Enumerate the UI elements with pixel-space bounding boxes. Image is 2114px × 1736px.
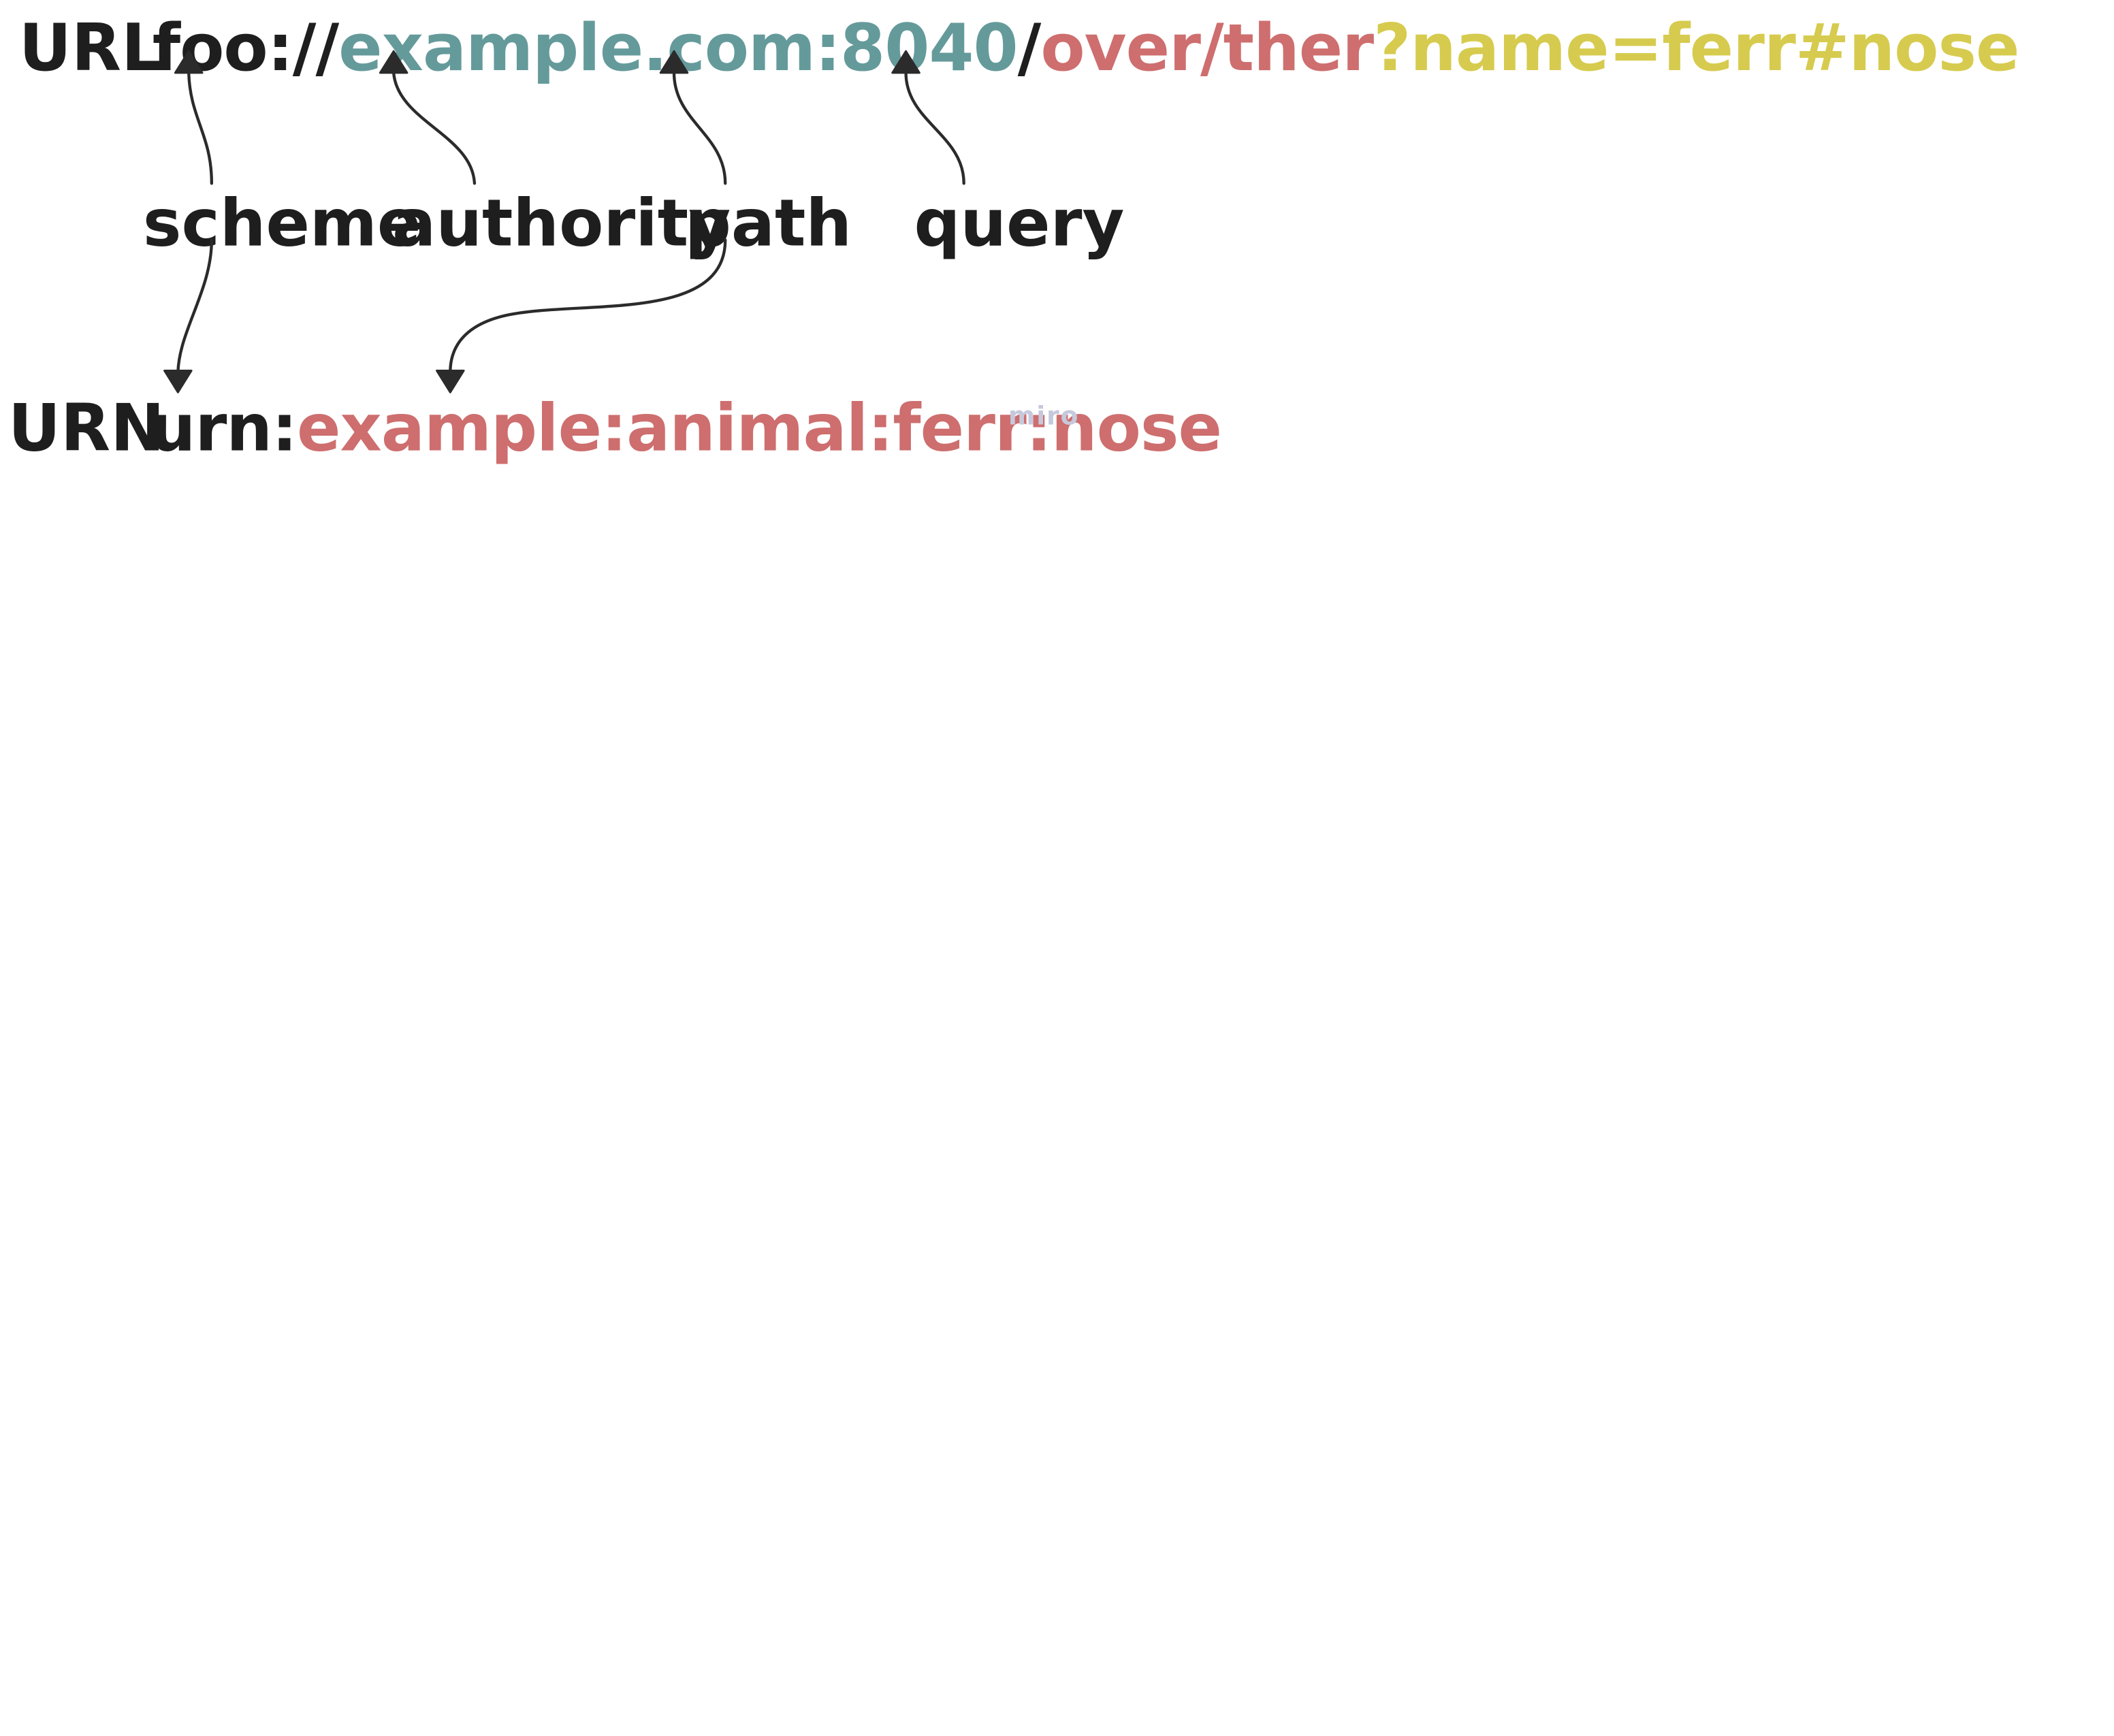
path-to-urn-arrow-line: [449, 238, 727, 374]
path-urn-arrowhead: [436, 370, 465, 393]
path-label: path: [684, 186, 852, 262]
query-label: query: [914, 186, 1125, 262]
urn-row-label: URN: [7, 391, 165, 467]
scheme-label: scheme: [142, 186, 421, 262]
urn-rest: example:animal:ferr:nose: [297, 391, 1222, 467]
arrows-layer: [163, 50, 965, 393]
query-to-url-arrow-line: [904, 71, 965, 185]
url-path: over/ther: [1040, 10, 1374, 86]
url-row-label: URL: [18, 10, 163, 86]
url-path-separator: /: [1017, 10, 1042, 86]
scheme-url-arrowhead: [174, 50, 204, 74]
path-url-arrowhead: [659, 50, 689, 74]
authority-label: authority: [392, 186, 731, 262]
urn-scheme: urn:: [149, 391, 298, 467]
scheme-to-url-arrow-line: [187, 71, 214, 185]
path-to-url-arrow-line: [672, 71, 727, 185]
urn-string: urn:example:animal:ferr:nose: [150, 396, 1222, 461]
scheme-urn-arrowhead: [163, 370, 193, 393]
miro-watermark: miro: [1008, 402, 1080, 432]
authority-url-arrowhead: [379, 50, 409, 74]
authority-to-url-arrow-line: [391, 71, 477, 185]
scheme-to-urn-arrow-line: [176, 238, 214, 374]
url-string: foo://example.com:8040/over/ther?name=fe…: [153, 16, 2020, 81]
query-url-arrowhead: [891, 50, 920, 74]
url-query: ?name=ferr#nose: [1373, 10, 2019, 86]
